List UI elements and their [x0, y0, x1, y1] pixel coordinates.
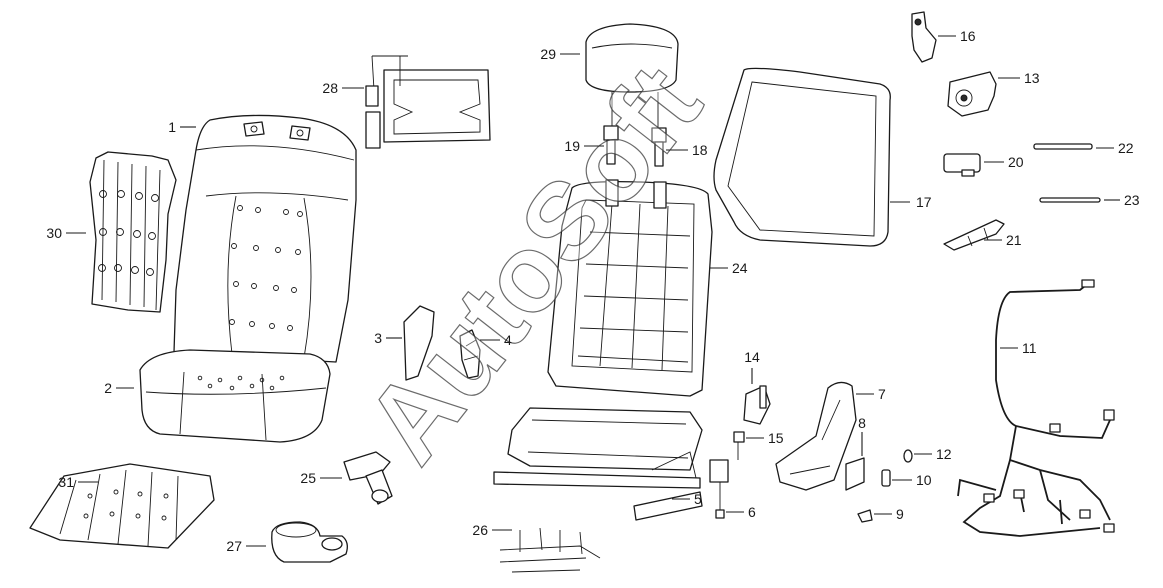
callout-14: 14	[744, 349, 760, 384]
callout-24: 24	[710, 260, 748, 276]
part-28-lumbar-module	[365, 55, 491, 149]
part-5-seat-frame	[493, 407, 703, 521]
svg-text:28: 28	[322, 80, 338, 96]
part-24-backrest-frame	[547, 179, 713, 397]
svg-text:30: 30	[46, 225, 62, 241]
svg-text:19: 19	[564, 138, 580, 154]
part-19-headrest-guide	[603, 125, 619, 165]
part-15-connector	[733, 431, 745, 460]
callout-27: 27	[226, 538, 266, 554]
callout-1: 1	[168, 119, 196, 135]
part-14-switch-bracket	[743, 385, 771, 425]
svg-text:4: 4	[504, 332, 512, 348]
svg-text:12: 12	[936, 446, 952, 462]
svg-text:3: 3	[374, 330, 382, 346]
svg-text:7: 7	[878, 386, 886, 402]
callout-13: 13	[998, 70, 1040, 86]
part-25-motor	[343, 451, 393, 505]
svg-text:31: 31	[58, 474, 74, 490]
callout-29: 29	[540, 46, 580, 62]
callout-31: 31	[58, 474, 98, 490]
part-7-side-trim	[775, 381, 857, 491]
callout-28: 28	[322, 80, 364, 96]
part-26-spring-clips	[499, 527, 601, 573]
part-4-bracket	[459, 329, 481, 379]
part-12-ring	[903, 449, 913, 463]
svg-text:2: 2	[104, 380, 112, 396]
callout-25: 25	[300, 470, 342, 486]
part-18-headrest-guide	[651, 127, 667, 167]
callout-15: 15	[746, 430, 784, 446]
callout-9: 9	[874, 506, 904, 522]
svg-text:26: 26	[472, 522, 488, 538]
svg-text:10: 10	[916, 472, 932, 488]
part-16-bezel	[911, 11, 937, 63]
part-8-knob	[845, 457, 865, 491]
svg-text:23: 23	[1124, 192, 1140, 208]
svg-text:16: 16	[960, 28, 976, 44]
svg-text:5: 5	[694, 491, 702, 507]
svg-text:8: 8	[858, 415, 866, 431]
callout-21: 21	[984, 232, 1022, 248]
part-23-strip	[1039, 197, 1101, 203]
svg-text:29: 29	[540, 46, 556, 62]
svg-text:21: 21	[1006, 232, 1022, 248]
callout-2: 2	[104, 380, 134, 396]
callout-18: 18	[666, 142, 708, 158]
svg-text:25: 25	[300, 470, 316, 486]
callout-7: 7	[856, 386, 886, 402]
part-17-rear-panel	[713, 67, 891, 247]
callout-11: 11	[1000, 340, 1037, 356]
part-30-heating-pad	[89, 151, 177, 313]
callout-22: 22	[1096, 140, 1134, 156]
callout-23: 23	[1104, 192, 1140, 208]
svg-text:11: 11	[1022, 340, 1037, 356]
part-22-strip	[1033, 143, 1093, 150]
callout-6: 6	[726, 504, 756, 520]
part-9-knob	[857, 509, 873, 523]
svg-text:22: 22	[1118, 140, 1134, 156]
callout-4: 4	[480, 332, 512, 348]
svg-text:24: 24	[732, 260, 748, 276]
callout-19: 19	[564, 138, 604, 154]
part-27-pump	[271, 521, 348, 563]
callouts: 1 2 3 4 5 6 7 8 9 10 11 12 13 14 15 16 1…	[46, 28, 1139, 554]
part-3-side-cover	[403, 305, 435, 381]
part-31-cushion-heating-pad	[29, 463, 215, 549]
part-10-button	[881, 469, 891, 487]
callout-10: 10	[892, 472, 932, 488]
svg-text:27: 27	[226, 538, 242, 554]
svg-text:18: 18	[692, 142, 708, 158]
svg-text:17: 17	[916, 194, 932, 210]
part-20-sensor	[943, 153, 981, 177]
part-29-headrest	[585, 23, 679, 132]
svg-text:14: 14	[744, 349, 760, 365]
svg-text:15: 15	[768, 430, 784, 446]
callout-26: 26	[472, 522, 512, 538]
svg-text:9: 9	[896, 506, 904, 522]
callout-8: 8	[858, 415, 866, 456]
part-13-switch	[947, 71, 997, 117]
callout-30: 30	[46, 225, 86, 241]
callout-3: 3	[374, 330, 402, 346]
callout-12: 12	[914, 446, 952, 462]
part-11-wiring-harness	[957, 279, 1115, 537]
svg-text:1: 1	[168, 119, 176, 135]
callout-20: 20	[984, 154, 1024, 170]
svg-text:6: 6	[748, 504, 756, 520]
svg-text:20: 20	[1008, 154, 1024, 170]
part-1-2-seat-trim	[139, 114, 357, 443]
callout-16: 16	[938, 28, 976, 44]
part-6-sensor-lead	[709, 459, 729, 519]
callout-5: 5	[672, 491, 702, 507]
part-21-bracket	[943, 219, 1005, 251]
callout-17: 17	[890, 194, 932, 210]
svg-text:13: 13	[1024, 70, 1040, 86]
